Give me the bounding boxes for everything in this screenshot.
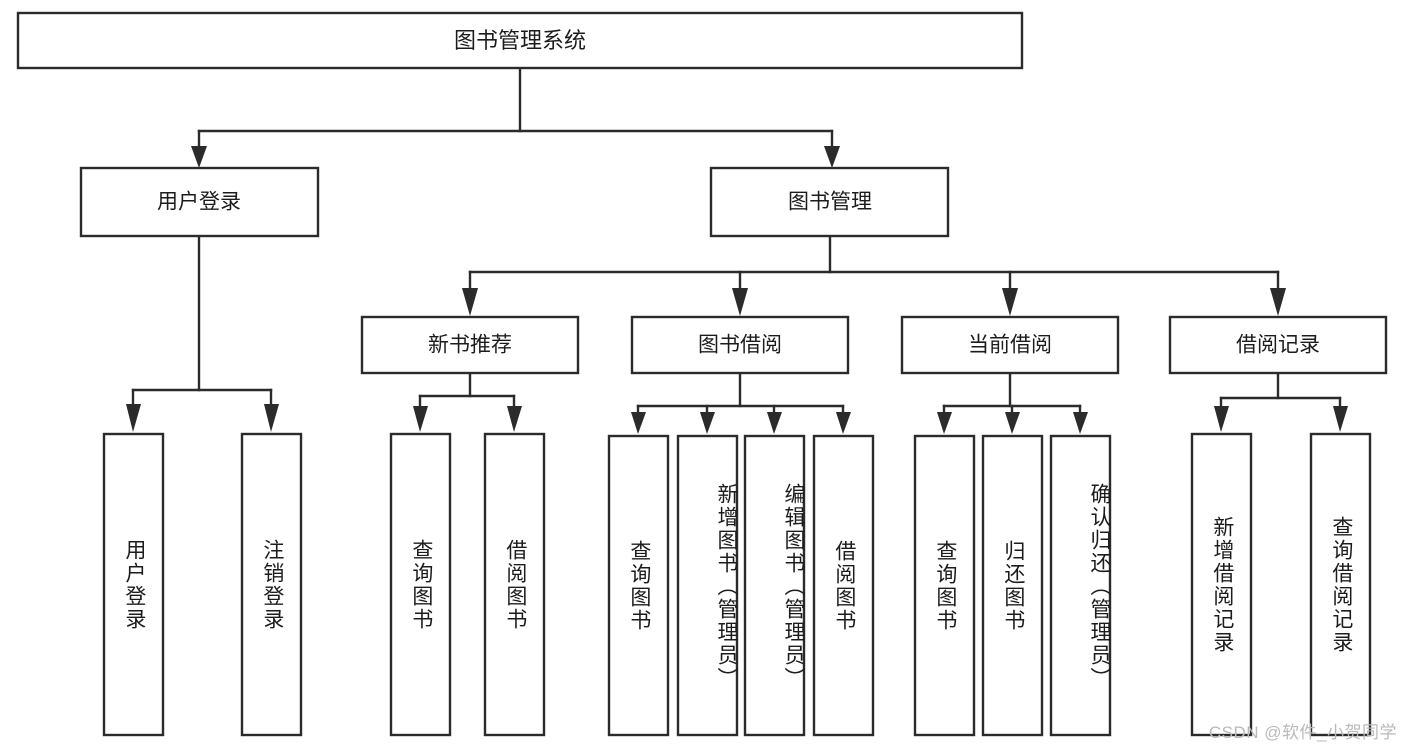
node-book-borrow[interactable]: 图书借阅: [630, 315, 850, 375]
leaf-box-new-book-rec-0[interactable]: [389, 432, 452, 737]
node-book-manage-label: 图书管理: [788, 191, 872, 214]
node-borrow-record-label: 借阅记录: [1236, 334, 1320, 357]
leaf-box-user-login-1[interactable]: [240, 432, 303, 737]
node-user-login[interactable]: 用户登录: [79, 166, 320, 238]
leaf-box-book-borrow-2[interactable]: [743, 434, 806, 737]
node-book-manage[interactable]: 图书管理: [709, 166, 950, 238]
leaf-box-new-book-rec-1[interactable]: [483, 432, 546, 737]
connector-root-to-level2: [191, 67, 840, 168]
node-root-label: 图书管理系统: [454, 28, 586, 53]
connector-newbook-to-leaves: [413, 371, 522, 432]
node-book-borrow-label: 图书借阅: [698, 334, 782, 357]
connector-borrowrecord-to-leaves: [1214, 371, 1348, 432]
node-current-borrow-label: 当前借阅: [968, 334, 1052, 357]
connector-currentborrow-to-leaves: [937, 371, 1088, 434]
node-borrow-record[interactable]: 借阅记录: [1168, 315, 1388, 375]
watermark-text: CSDN @软件_小贺同学: [1208, 723, 1397, 742]
node-new-book-rec[interactable]: 新书推荐: [360, 315, 580, 375]
leaf-box-current-borrow-0[interactable]: [913, 434, 976, 737]
connector-bookmanage-to-level3: [462, 234, 1286, 316]
leaf-box-book-borrow-0[interactable]: [607, 434, 670, 737]
leaf-box-current-borrow-2[interactable]: [1049, 434, 1112, 737]
node-root[interactable]: 图书管理系统: [16, 11, 1024, 70]
leaf-box-book-borrow-3[interactable]: [812, 434, 875, 737]
connector-bookborrow-to-leaves: [631, 371, 851, 434]
leaf-box-current-borrow-1[interactable]: [981, 434, 1044, 737]
leaf-box-borrow-record-1[interactable]: [1309, 432, 1372, 737]
node-current-borrow[interactable]: 当前借阅: [900, 315, 1120, 375]
connector-userlogin-to-leaves: [126, 234, 279, 432]
leaf-box-book-borrow-1[interactable]: [676, 434, 739, 737]
leaf-box-user-login-0[interactable]: [102, 432, 165, 737]
node-new-book-rec-label: 新书推荐: [428, 334, 512, 357]
leaf-box-borrow-record-0[interactable]: [1190, 432, 1253, 737]
node-user-login-label: 用户登录: [157, 191, 241, 214]
